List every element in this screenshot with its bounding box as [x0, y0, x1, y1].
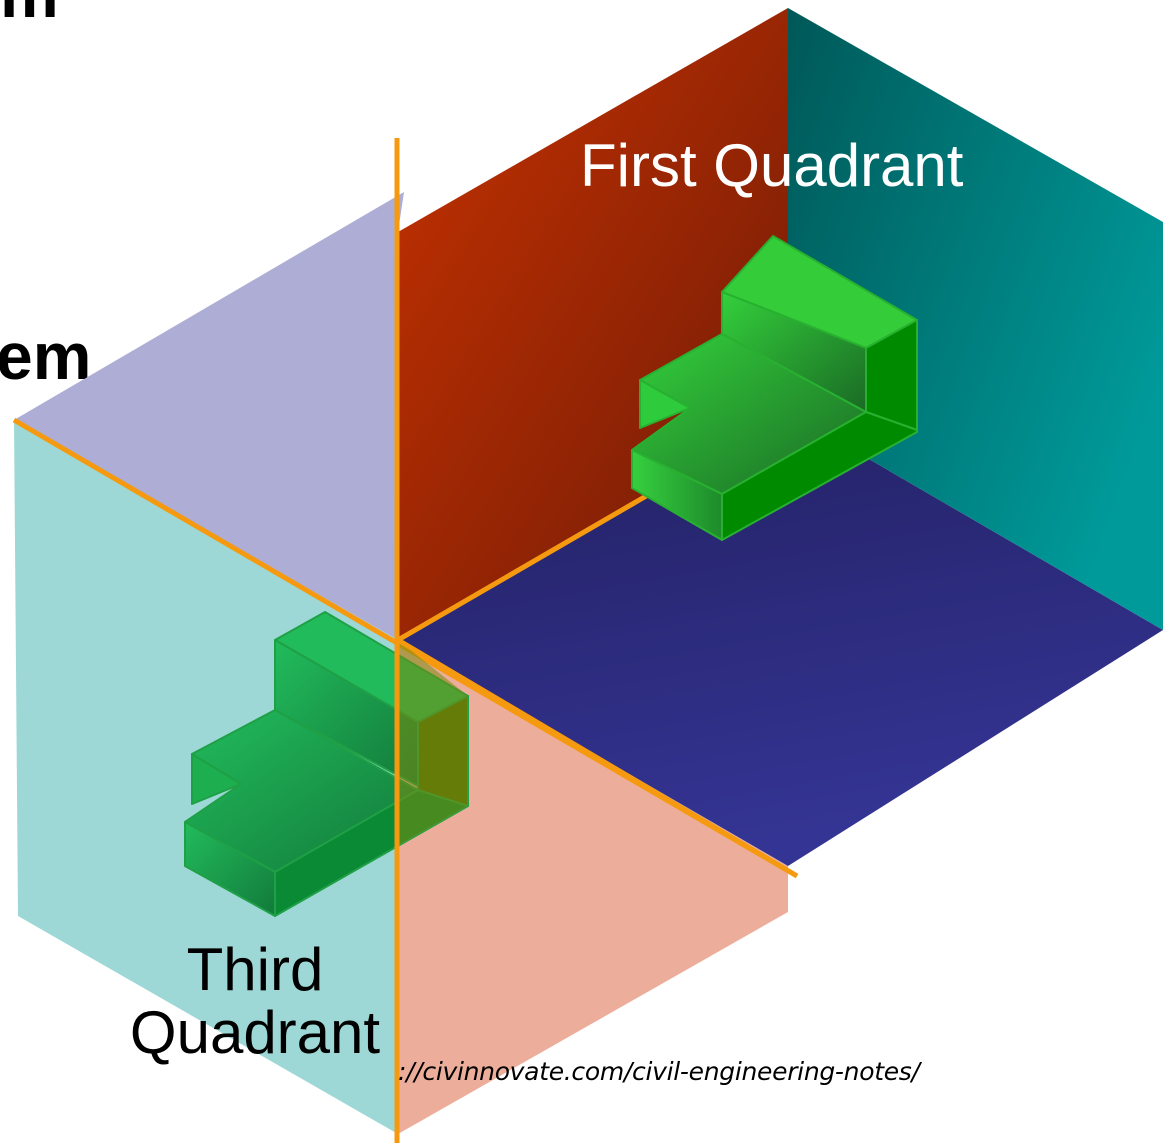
title-fragment-top: m [0, 0, 59, 32]
profile-plane [788, 8, 1163, 630]
first-quadrant-object [631, 235, 918, 541]
ref-line-first-quadrant [396, 485, 662, 643]
hp-lower-front-plane [398, 640, 788, 1134]
vp-upper-plane [398, 8, 788, 640]
first-quadrant-label: First Quadrant [580, 132, 964, 199]
third-quadrant-label-line2: Quadrant [129, 999, 381, 1066]
third-quadrant-label: Third Quadrant [110, 938, 400, 1064]
third-quadrant-object [184, 611, 469, 917]
third-quadrant-label-line1: Third [186, 936, 324, 1003]
hp-front-plane [398, 412, 1163, 866]
hp-rear-plane [14, 192, 480, 640]
title-fragment-middle: em [0, 319, 92, 393]
xy-line-right [396, 637, 799, 879]
watermark-url: ://civinnovate.com/civil-engineering-not… [398, 1057, 920, 1086]
